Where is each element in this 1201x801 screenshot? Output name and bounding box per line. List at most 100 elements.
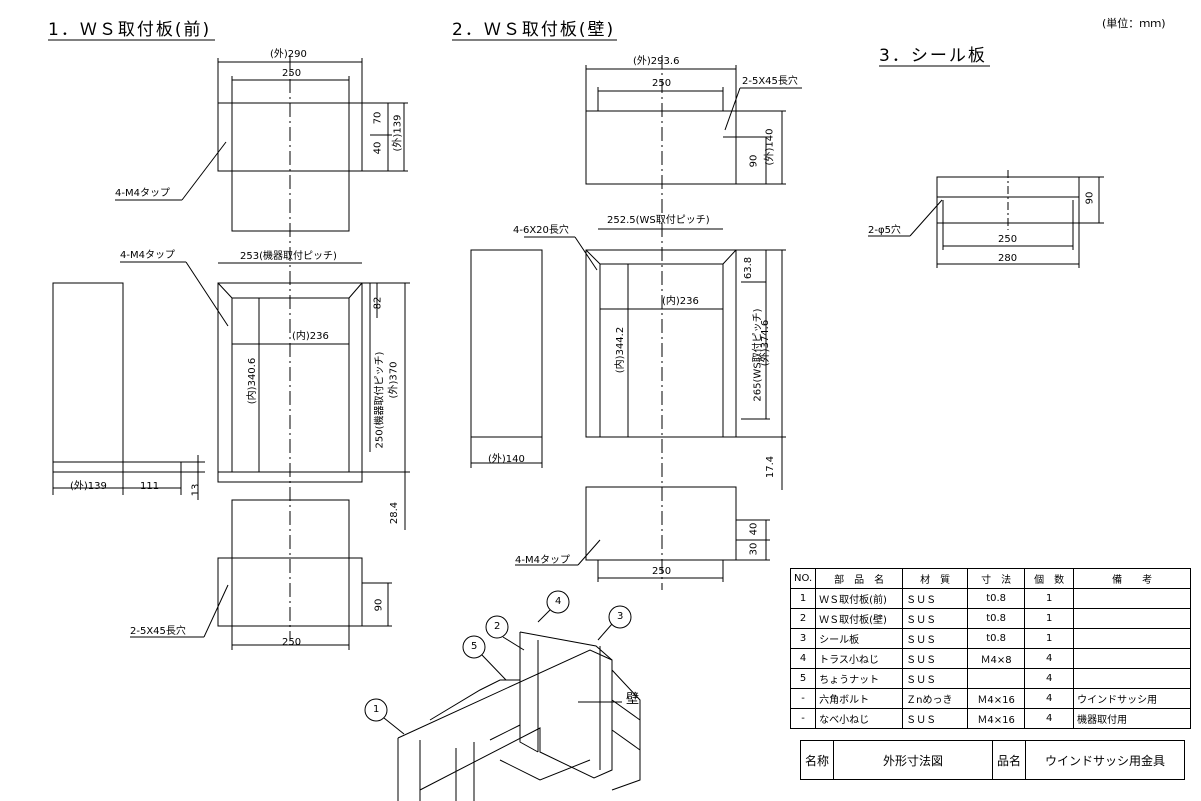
v3-hole-label: 2-φ5穴 — [868, 225, 901, 236]
callout-4: 4 — [555, 596, 562, 607]
v1-bottom-250: 250 — [282, 637, 302, 648]
section-title-3: 3．シール板 — [879, 46, 987, 66]
header-name: 部 品 名 — [815, 568, 904, 589]
cell-qty: 1 — [1024, 588, 1075, 609]
cell-no: 3 — [789, 628, 817, 649]
v1-side-111: 111 — [140, 481, 160, 492]
v1-inner-340: (内)340.6 — [247, 357, 259, 405]
section-title-2: 2．ＷＳ取付板(壁) — [452, 20, 616, 40]
wall-label: 壁 — [626, 692, 640, 707]
v3-dim-280: 280 — [998, 253, 1018, 264]
v1-outer-370: (外)370 — [388, 361, 400, 399]
cell-qty: 4 — [1024, 708, 1075, 729]
table-row: - なべ小ねじ ＳＵＳ Ｍ4×16 4 機器取付用 — [789, 708, 1192, 729]
cell-remarks: 機器取付用 — [1073, 708, 1192, 729]
cell-material: ＳＵＳ — [902, 588, 969, 609]
v2-dim-63: 63.8 — [743, 256, 755, 280]
cell-name: ＷＳ取付板(壁) — [815, 608, 904, 629]
cell-no: 2 — [789, 608, 817, 629]
table-row: 2 ＷＳ取付板(壁) ＳＵＳ t0.8 1 — [789, 608, 1192, 629]
header-remarks: 備 考 — [1073, 568, 1192, 589]
v2-inner-344: (内)344.2 — [615, 326, 627, 374]
cell-remarks — [1073, 648, 1192, 669]
cell-size: Ｍ4×8 — [967, 648, 1026, 669]
table-row: 4 トラス小ねじ ＳＵＳ Ｍ4×8 4 — [789, 648, 1192, 669]
v1-dim-28: 28.4 — [389, 501, 401, 525]
cell-material: Ｚnめっき — [902, 688, 969, 709]
cell-name: ＷＳ取付板(前) — [815, 588, 904, 609]
table-row: 1 ＷＳ取付板(前) ＳＵＳ t0.8 1 — [789, 588, 1192, 609]
cell-qty: 1 — [1024, 608, 1075, 629]
cell-remarks — [1073, 608, 1192, 629]
v1-dim-82: 82 — [372, 296, 384, 310]
cell-name: トラス小ねじ — [815, 648, 904, 669]
cell-name: ちょうナット — [815, 668, 904, 689]
v1-inner-236: (内)236 — [292, 331, 329, 342]
v2-dim-30: 30 — [748, 542, 760, 556]
v1-slot-label: 2-5X45長穴 — [130, 626, 186, 637]
cell-qty: 1 — [1024, 628, 1075, 649]
v2-slot2: 4-6X20長穴 — [513, 225, 569, 236]
header-no: NO. — [789, 568, 817, 589]
callout-3: 3 — [617, 611, 624, 622]
header-size: 寸 法 — [967, 568, 1026, 589]
cell-name: 六角ボルト — [815, 688, 904, 709]
header-qty: 個 数 — [1024, 568, 1075, 589]
cell-qty: 4 — [1024, 688, 1075, 709]
v3-dim-90: 90 — [1084, 191, 1096, 205]
v1-side-13: 13 — [190, 483, 202, 497]
callout-2: 2 — [494, 621, 501, 632]
cell-no: - — [789, 708, 817, 729]
name-value: 外形寸法図 — [833, 740, 994, 780]
parts-table: NO. 部 品 名 材 質 寸 法 個 数 備 考 1 ＷＳ取付板(前) ＳＵＳ… — [789, 568, 1192, 729]
cell-remarks — [1073, 628, 1192, 649]
v2-bottom-250: 250 — [652, 566, 672, 577]
v2-tap-label: 4-M4タップ — [515, 555, 570, 566]
cell-size: Ｍ4×16 — [967, 708, 1026, 729]
v2-side-140: (外)140 — [488, 454, 525, 465]
cell-remarks — [1073, 668, 1192, 689]
cell-material: ＳＵＳ — [902, 668, 969, 689]
v1-pitch-253: 253(機器取付ピッチ) — [240, 251, 337, 262]
callout-1: 1 — [373, 704, 380, 715]
v2-dim-40: 40 — [748, 522, 760, 536]
v1-side-outer-139b: (外)139 — [70, 481, 107, 492]
v1-side-70: 70 — [372, 111, 384, 125]
cell-qty: 4 — [1024, 648, 1075, 669]
product-label: 品名 — [992, 740, 1027, 780]
v2-slot-label: 2-5X45長穴 — [742, 76, 798, 87]
cell-size: t0.8 — [967, 588, 1026, 609]
table-row: 3 シール板 ＳＵＳ t0.8 1 — [789, 628, 1192, 649]
header-material: 材 質 — [902, 568, 969, 589]
v1-tap-label2: 4-M4タップ — [120, 250, 175, 261]
cell-size: Ｍ4×16 — [967, 688, 1026, 709]
unit-label: (単位：ｍｍ) — [1102, 17, 1166, 30]
section-title-1: 1．ＷＳ取付板(前) — [48, 20, 212, 40]
cell-no: 5 — [789, 668, 817, 689]
cell-size: t0.8 — [967, 608, 1026, 629]
parts-header-row: NO. 部 品 名 材 質 寸 法 個 数 備 考 — [789, 568, 1192, 589]
cell-material: ＳＵＳ — [902, 628, 969, 649]
cell-remarks — [1073, 588, 1192, 609]
v1-top-250: 250 — [282, 68, 302, 79]
title-block: 名称 外形寸法図 品名 ウインドサッシ用金具 — [799, 740, 1186, 780]
v1-side-outer139: (外)139 — [392, 114, 404, 152]
v2-outer-140: (外)140 — [764, 128, 776, 166]
name-label: 名称 — [799, 740, 835, 780]
v2-inner-236: (内)236 — [662, 296, 699, 307]
cell-name: シール板 — [815, 628, 904, 649]
cell-no: 1 — [789, 588, 817, 609]
v1-pitch-250: 250(機器取付ピッチ) — [374, 351, 386, 449]
cell-material: ＳＵＳ — [902, 608, 969, 629]
product-value: ウインドサッシ用金具 — [1025, 740, 1186, 780]
v2-dim-90: 90 — [748, 154, 760, 168]
cell-size: t0.8 — [967, 628, 1026, 649]
cell-name: なべ小ねじ — [815, 708, 904, 729]
cell-no: - — [789, 688, 817, 709]
v2-top-250: 250 — [652, 78, 672, 89]
cell-material: ＳＵＳ — [902, 648, 969, 669]
table-row: 5 ちょうナット ＳＵＳ 4 — [789, 668, 1192, 689]
v2-outer-374: (外)374.6 — [760, 319, 772, 367]
v1-tap-label: 4-M4タップ — [115, 188, 170, 199]
